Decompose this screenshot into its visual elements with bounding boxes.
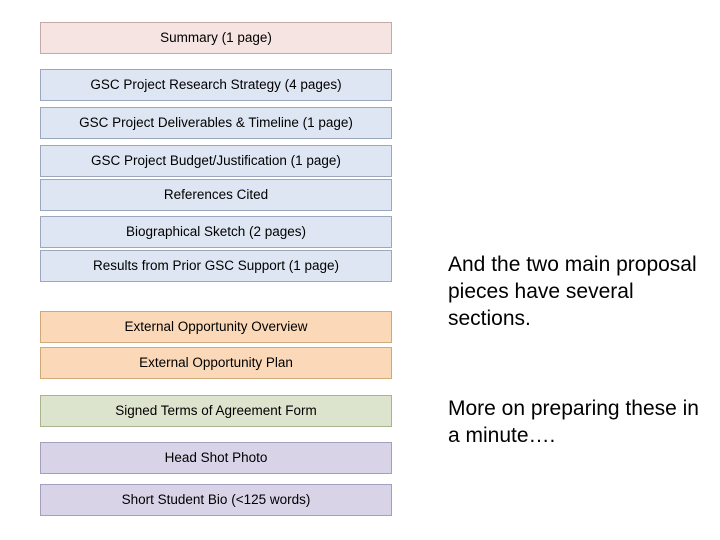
- proposal-section-box[interactable]: Head Shot Photo: [40, 442, 392, 474]
- proposal-section-box[interactable]: GSC Project Deliverables & Timeline (1 p…: [40, 107, 392, 139]
- proposal-section-label: GSC Project Budget/Justification (1 page…: [91, 152, 341, 168]
- note-text-main-pieces: And the two main proposal pieces have se…: [448, 253, 697, 330]
- proposal-section-box[interactable]: External Opportunity Overview: [40, 311, 392, 343]
- proposal-section-label: Short Student Bio (<125 words): [121, 491, 311, 507]
- proposal-section-label: Summary (1 page): [160, 29, 272, 45]
- proposal-section-box[interactable]: Summary (1 page): [40, 22, 392, 54]
- proposal-section-box[interactable]: References Cited: [40, 179, 392, 211]
- proposal-section-box[interactable]: GSC Project Budget/Justification (1 page…: [40, 145, 392, 177]
- proposal-section-label: GSC Project Research Strategy (4 pages): [90, 76, 342, 92]
- proposal-section-label: External Opportunity Plan: [139, 354, 293, 370]
- note-text-more-later: More on preparing these in a minute….: [448, 397, 699, 447]
- proposal-section-box[interactable]: Signed Terms of Agreement Form: [40, 395, 392, 427]
- proposal-section-label: Signed Terms of Agreement Form: [115, 402, 317, 418]
- proposal-section-box[interactable]: GSC Project Research Strategy (4 pages): [40, 69, 392, 101]
- proposal-section-box[interactable]: Short Student Bio (<125 words): [40, 484, 392, 516]
- proposal-section-box[interactable]: Results from Prior GSC Support (1 page): [40, 250, 392, 282]
- proposal-section-label: Head Shot Photo: [164, 449, 268, 465]
- proposal-section-box[interactable]: Biographical Sketch (2 pages): [40, 216, 392, 248]
- proposal-section-label: Biographical Sketch (2 pages): [125, 223, 307, 239]
- proposal-section-label: External Opportunity Overview: [124, 318, 308, 334]
- proposal-section-box[interactable]: External Opportunity Plan: [40, 347, 392, 379]
- proposal-section-label: Results from Prior GSC Support (1 page): [92, 257, 340, 273]
- proposal-section-label: GSC Project Deliverables & Timeline (1 p…: [79, 114, 353, 130]
- proposal-section-label: References Cited: [163, 186, 269, 202]
